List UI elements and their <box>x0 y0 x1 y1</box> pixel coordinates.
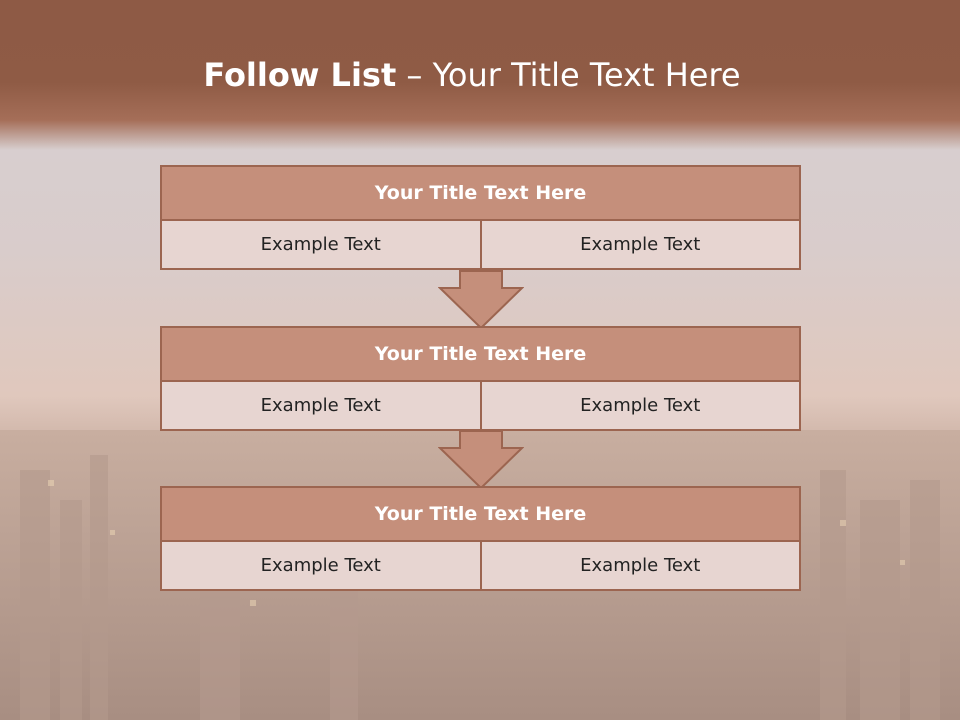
block-title: Your Title Text Here <box>160 486 801 542</box>
header-band <box>0 0 960 150</box>
list-block-3: Your Title Text Here Example Text Exampl… <box>160 486 801 591</box>
slide-title: Follow List – Your Title Text Here <box>0 56 944 94</box>
block-row: Example Text Example Text <box>160 382 801 431</box>
block-cell-right: Example Text <box>479 542 800 589</box>
list-block-1: Your Title Text Here Example Text Exampl… <box>160 165 801 270</box>
block-row: Example Text Example Text <box>160 221 801 270</box>
slide-title-rest: – Your Title Text Here <box>396 56 741 94</box>
slide-title-bold: Follow List <box>203 56 397 94</box>
down-arrow-icon <box>438 430 524 490</box>
list-block-2: Your Title Text Here Example Text Exampl… <box>160 326 801 431</box>
down-arrow-icon <box>438 270 524 330</box>
block-cell-right: Example Text <box>479 221 800 268</box>
block-title: Your Title Text Here <box>160 326 801 382</box>
block-title: Your Title Text Here <box>160 165 801 221</box>
block-cell-right: Example Text <box>479 382 800 429</box>
block-row: Example Text Example Text <box>160 542 801 591</box>
block-cell-left: Example Text <box>260 395 381 416</box>
block-cell-left: Example Text <box>260 555 381 576</box>
block-cell-left: Example Text <box>260 234 381 255</box>
